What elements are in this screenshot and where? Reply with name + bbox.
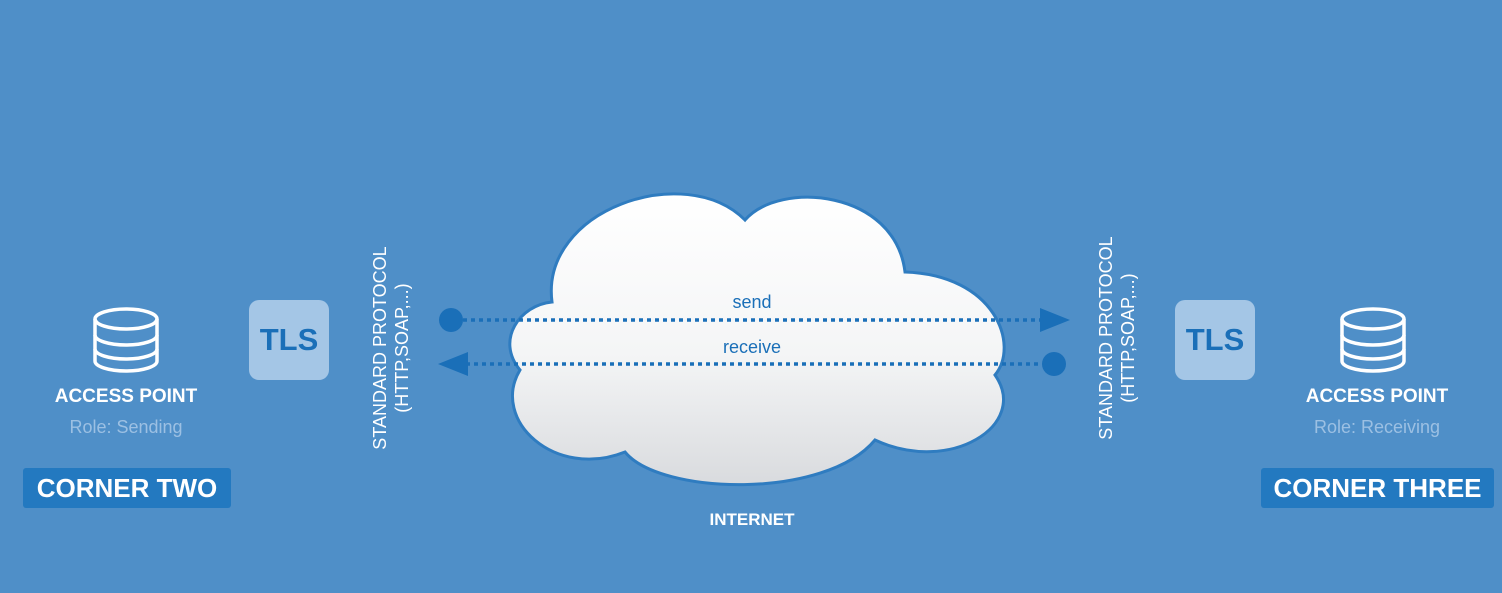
arrow-left-icon bbox=[438, 352, 468, 376]
database-icon bbox=[93, 307, 159, 373]
send-start-dot bbox=[439, 308, 463, 332]
protocol-line1-right: STANDARD PROTOCOL bbox=[1096, 236, 1116, 440]
protocol-label-left: STANDARD PROTOCOL (HTTP,SOAP,...) bbox=[369, 228, 413, 468]
role-label-left: Role: Sending bbox=[69, 417, 183, 437]
send-label: send bbox=[732, 292, 772, 312]
receive-end-dot bbox=[1042, 352, 1066, 376]
access-point-title-right: ACCESS POINT bbox=[1305, 386, 1449, 407]
protocol-line2-left: (HTTP,SOAP,...) bbox=[392, 283, 412, 413]
role-label-right: Role: Receiving bbox=[1313, 417, 1441, 437]
cloud-icon bbox=[508, 192, 1006, 487]
corner-two-badge: CORNER TWO bbox=[23, 468, 231, 508]
tls-badge-left: TLS bbox=[249, 300, 329, 380]
receive-flow bbox=[438, 352, 1066, 376]
internet-label: INTERNET bbox=[709, 510, 795, 529]
arrow-right-icon bbox=[1040, 308, 1070, 332]
send-flow bbox=[439, 308, 1070, 332]
protocol-line2-right: (HTTP,SOAP,...) bbox=[1118, 273, 1138, 403]
corner-three-badge: CORNER THREE bbox=[1261, 468, 1494, 508]
protocol-line1-left: STANDARD PROTOCOL bbox=[370, 246, 390, 450]
message-flows bbox=[438, 308, 1070, 376]
protocol-label-right: STANDARD PROTOCOL (HTTP,SOAP,...) bbox=[1095, 218, 1139, 458]
database-icon bbox=[1340, 307, 1406, 373]
receive-label: receive bbox=[722, 337, 782, 357]
tls-badge-right: TLS bbox=[1175, 300, 1255, 380]
access-point-title-left: ACCESS POINT bbox=[54, 386, 198, 407]
